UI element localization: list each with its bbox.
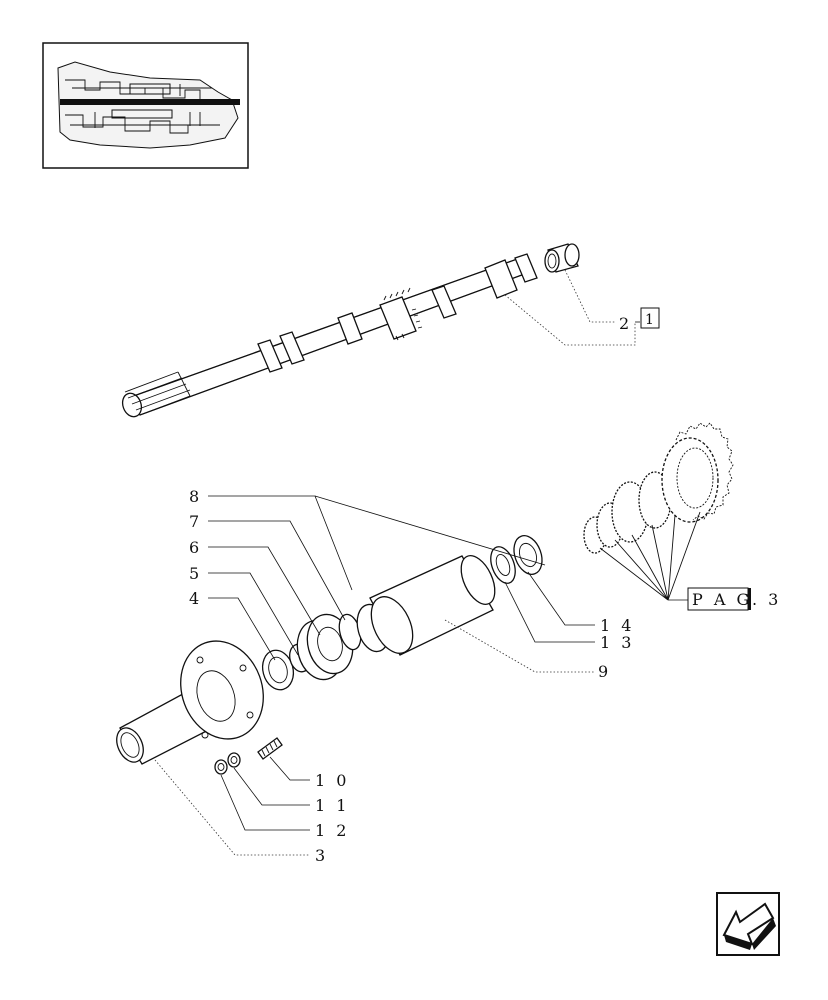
transmission-thumbnail-icon [57,61,240,149]
callout-10: 1 0 [315,771,349,790]
pin [257,737,283,760]
callout-2: 2 [619,314,632,333]
thumbnail-frame[interactable] [42,42,249,169]
back-navigation-button[interactable] [716,892,780,956]
flange-shaft [116,640,264,765]
callout-13: 1 3 [600,633,634,652]
bearing [296,613,354,681]
back-arrow-icon [722,902,776,950]
sleeve [369,555,496,656]
callout-3: 3 [315,846,328,865]
callout-11: 1 1 [315,796,349,815]
callout-1: 1 [645,312,654,328]
callout-4: 4 [189,589,202,608]
shaft-gear [379,287,423,341]
callout-8: 8 [189,487,202,506]
callout-5: 5 [189,564,202,583]
callout-14: 1 4 [600,616,634,635]
callout-12: 1 2 [315,821,349,840]
upper-shaft [121,253,538,418]
callout-9: 9 [598,662,611,681]
callout-6: 6 [189,538,202,557]
pag-label: P A G [692,590,752,609]
callout-7: 7 [189,512,202,531]
bushing [544,243,580,273]
gear-cluster [583,422,734,601]
pag-number: . 3 [752,590,781,609]
